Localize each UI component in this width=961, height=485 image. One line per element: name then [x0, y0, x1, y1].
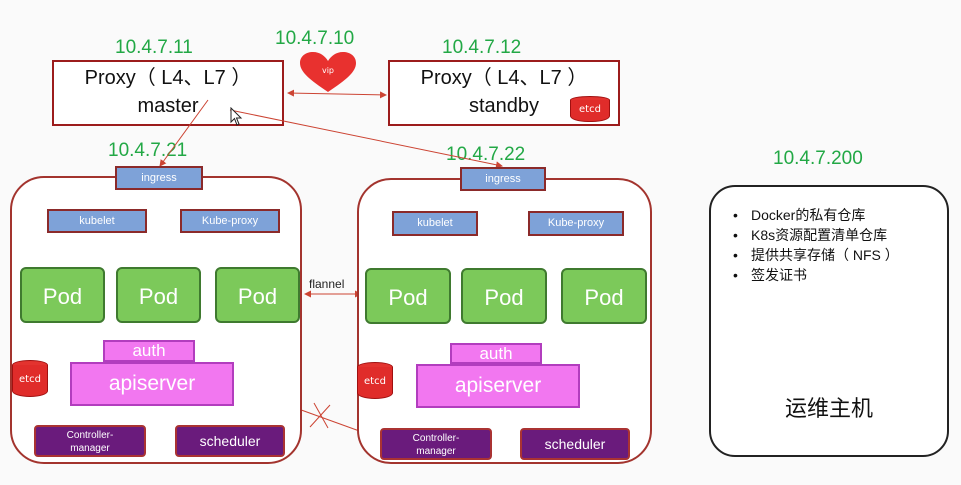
- node1-pod-2: Pod: [116, 267, 201, 323]
- node2-controller-manager: Controller- manager: [380, 428, 492, 460]
- vip-ip: 10.4.7.10: [275, 28, 355, 49]
- node1-kubelet: kubelet: [47, 209, 147, 233]
- proxy-master-title: Proxy（ L4、L7 ）: [84, 67, 252, 89]
- node2-apiserver: apiserver: [416, 364, 580, 408]
- proxy-master-box: Proxy（ L4、L7 ） master: [52, 60, 284, 126]
- node1-kube-proxy: Kube-proxy: [180, 209, 280, 233]
- node1-etcd-icon: etcd: [12, 360, 48, 398]
- node2-pod-3: Pod: [561, 268, 647, 324]
- ops-host-ip: 10.4.7.200: [773, 148, 863, 169]
- node2-scheduler: scheduler: [520, 428, 630, 460]
- node1-pod-3: Pod: [215, 267, 300, 323]
- node2-ip: 10.4.7.22: [446, 144, 526, 165]
- list-item: 签发证书: [733, 265, 899, 285]
- standby-etcd-icon: etcd: [570, 96, 610, 122]
- node2-pod-2: Pod: [461, 268, 547, 324]
- node1-scheduler: scheduler: [175, 425, 285, 457]
- flannel-label: flannel: [309, 277, 345, 291]
- node2-ingress: ingress: [460, 167, 546, 191]
- proxy-standby-role: standby: [468, 95, 540, 117]
- node2-etcd-icon: etcd: [357, 362, 393, 400]
- node2-pod-1: Pod: [365, 268, 451, 324]
- node1-auth: auth: [103, 340, 195, 362]
- vip-label: vip: [322, 66, 334, 75]
- node2-kube-proxy: Kube-proxy: [528, 211, 624, 236]
- node1-ingress: ingress: [115, 166, 203, 190]
- ops-host-feature-list: Docker的私有仓库 K8s资源配置清单仓库 提供共享存储（ NFS ） 签发…: [733, 205, 899, 285]
- proxy-standby-title: Proxy（ L4、L7 ）: [420, 67, 588, 89]
- node1-controller-manager: Controller- manager: [34, 425, 146, 457]
- mouse-cursor-icon: [230, 107, 243, 126]
- vip-heart-icon: vip: [300, 52, 356, 92]
- list-item: K8s资源配置清单仓库: [733, 225, 899, 245]
- node1-pod-1: Pod: [20, 267, 105, 323]
- master-ip: 10.4.7.11: [115, 37, 193, 58]
- proxy-master-role: master: [137, 95, 199, 117]
- standby-ip: 10.4.7.12: [442, 37, 522, 58]
- ops-host-box: Docker的私有仓库 K8s资源配置清单仓库 提供共享存储（ NFS ） 签发…: [709, 185, 949, 457]
- node1-apiserver: apiserver: [70, 362, 234, 406]
- list-item: Docker的私有仓库: [733, 205, 899, 225]
- node2-auth: auth: [450, 343, 542, 364]
- node2-kubelet: kubelet: [392, 211, 478, 236]
- ops-host-title: 运维主机: [784, 397, 873, 422]
- list-item: 提供共享存储（ NFS ）: [733, 245, 899, 265]
